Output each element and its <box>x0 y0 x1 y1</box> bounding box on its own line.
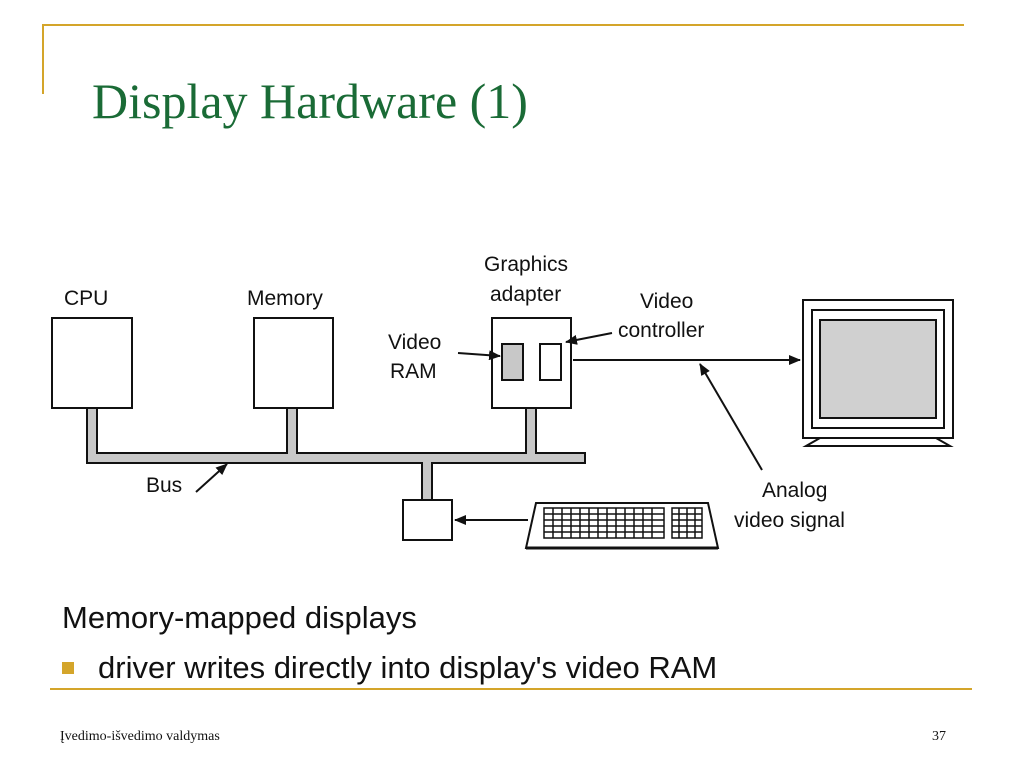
cpu-box <box>51 317 133 409</box>
memory-label: Memory <box>247 287 323 310</box>
graphics-adapter-label-line2: adapter <box>490 283 561 306</box>
keyboard-icon <box>524 502 720 550</box>
video-ram-chip <box>501 343 524 381</box>
frame-top-rule <box>42 24 964 26</box>
bus-label: Bus <box>146 474 182 497</box>
analog-signal-label-line1: Analog <box>762 479 827 502</box>
video-controller-arrow <box>565 332 613 345</box>
square-bullet-icon <box>62 662 74 674</box>
footer-course-name: Įvedimo-išvedimo valdymas <box>60 729 220 744</box>
graphics-adapter-label-line1: Graphics <box>484 253 568 276</box>
footer-rule <box>50 688 972 690</box>
bullet-item: driver writes directly into display's vi… <box>62 648 717 688</box>
analog-signal-arrow <box>699 363 763 471</box>
analog-signal-label-line2: video signal <box>734 509 845 532</box>
video-ram-label-line1: Video <box>388 331 441 354</box>
bullet-text: driver writes directly into display's vi… <box>98 650 718 685</box>
system-bus <box>86 405 586 502</box>
monitor-icon <box>802 299 954 447</box>
video-ram-arrow <box>457 350 501 361</box>
video-controller-chip <box>539 343 562 381</box>
video-ram-label-line2: RAM <box>390 360 437 383</box>
memory-box <box>253 317 334 409</box>
slide-number: 37 <box>932 729 946 744</box>
cpu-label: CPU <box>64 287 108 310</box>
frame-left-rule <box>42 24 44 94</box>
keyboard-controller-box <box>402 499 453 541</box>
video-controller-label-line2: controller <box>618 319 704 342</box>
bus-arrow <box>195 463 228 493</box>
video-controller-label-line1: Video <box>640 290 693 313</box>
display-hardware-diagram: CPU Memory Graphics adapter Video RAM Vi… <box>51 253 954 550</box>
slide-title: Display Hardware (1) <box>92 73 528 129</box>
body-heading: Memory-mapped displays <box>62 600 417 635</box>
